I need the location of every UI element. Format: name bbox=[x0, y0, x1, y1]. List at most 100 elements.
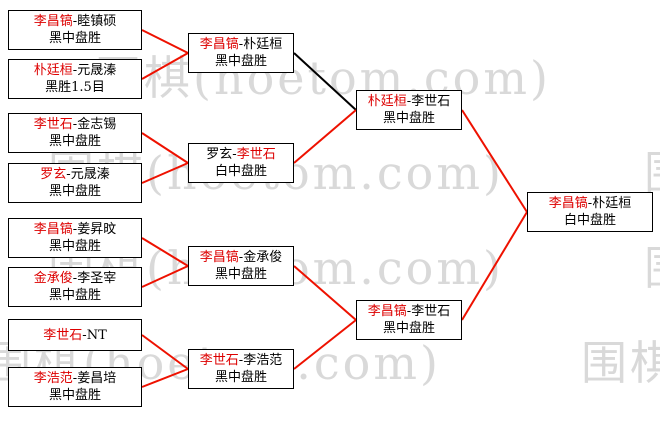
player-name: 李世石 bbox=[236, 147, 276, 162]
vs-dash: - bbox=[238, 353, 244, 368]
match-players: 李世石-金志锡 bbox=[34, 116, 116, 133]
vs-dash: - bbox=[232, 147, 237, 162]
vs-dash: - bbox=[72, 271, 78, 286]
match-box-qf-2: 罗玄-李世石 白中盘胜 bbox=[188, 143, 294, 183]
match-players: 李昌镐-姜昇旼 bbox=[34, 221, 116, 238]
match-box-r16-6: 金承俊-李圣宰 黑中盘胜 bbox=[8, 267, 142, 307]
bracket-connector-red bbox=[141, 334, 189, 370]
vs-dash: - bbox=[72, 371, 78, 386]
match-result: 黑中盘胜 bbox=[48, 288, 101, 303]
player-name: 朴廷桓 bbox=[592, 196, 632, 211]
match-result: 黑中盘胜 bbox=[382, 321, 435, 336]
match-box-qf-4: 李世石-李浩范 黑中盘胜 bbox=[188, 349, 294, 389]
bracket-connector-red bbox=[141, 52, 189, 80]
player-name: 李昌镐 bbox=[33, 222, 73, 237]
bracket-connector-red bbox=[141, 237, 189, 267]
match-players: 朴廷桓-元晟溱 bbox=[34, 62, 116, 79]
vs-dash: - bbox=[72, 14, 78, 29]
match-box-r16-5: 李昌镐-姜昇旼 黑中盘胜 bbox=[8, 218, 142, 258]
player-name: 李昌镐 bbox=[33, 14, 73, 29]
vs-dash: - bbox=[406, 304, 412, 319]
match-result: 白中盘胜 bbox=[214, 164, 267, 179]
vs-dash: - bbox=[587, 196, 593, 211]
watermark-text: 围棋(hoetom.com) bbox=[580, 336, 660, 390]
player-name: 朴廷桓 bbox=[243, 37, 283, 52]
match-players: 李世石-NT bbox=[43, 327, 106, 344]
match-box-qf-3: 李昌镐-金承俊 黑中盘胜 bbox=[188, 246, 294, 286]
player-name: 朴廷桓 bbox=[367, 94, 407, 109]
bracket-connector-red bbox=[293, 265, 357, 321]
match-box-r16-1: 李昌镐-睦镇硕 黑中盘胜 bbox=[8, 10, 142, 50]
bracket-connector-red bbox=[461, 109, 528, 213]
player-name: 李浩范 bbox=[33, 371, 73, 386]
player-name: 李昌镐 bbox=[199, 37, 239, 52]
match-players: 金承俊-李圣宰 bbox=[34, 270, 116, 287]
match-box-sf-2: 李昌镐-李世石 黑中盘胜 bbox=[356, 300, 462, 340]
vs-dash: - bbox=[238, 250, 244, 265]
match-box-r16-8: 李浩范-姜昌培 黑中盘胜 bbox=[8, 367, 142, 407]
match-box-final: 李昌镐-朴廷桓 白中盘胜 bbox=[527, 192, 653, 232]
bracket-connector-red bbox=[141, 29, 189, 54]
match-result: 黑中盘胜 bbox=[48, 388, 101, 403]
match-box-sf-1: 朴廷桓-李世石 黑中盘胜 bbox=[356, 90, 462, 130]
player-name: 李昌镐 bbox=[367, 304, 407, 319]
player-name: 李世石 bbox=[199, 353, 239, 368]
player-name: 李昌镐 bbox=[548, 196, 588, 211]
bracket-connector-red bbox=[293, 319, 357, 370]
player-name: 罗玄 bbox=[40, 167, 67, 182]
player-name: 元晟溱 bbox=[70, 167, 110, 182]
vs-dash: - bbox=[238, 37, 244, 52]
vs-dash: - bbox=[72, 222, 78, 237]
player-name: 金承俊 bbox=[33, 271, 73, 286]
player-name: 姜昇旼 bbox=[77, 222, 117, 237]
bracket-connector-red bbox=[141, 132, 189, 164]
player-name: 姜昌培 bbox=[77, 371, 117, 386]
player-name: 金志锡 bbox=[77, 117, 117, 132]
player-name: 金承俊 bbox=[243, 250, 283, 265]
match-box-qf-1: 李昌镐-朴廷桓 黑中盘胜 bbox=[188, 33, 294, 73]
bracket-connector-red bbox=[141, 162, 189, 184]
bracket-connector-red bbox=[461, 211, 528, 321]
bracket-connector-red bbox=[141, 368, 189, 388]
vs-dash: - bbox=[72, 117, 78, 132]
match-result: 黑中盘胜 bbox=[214, 54, 267, 69]
player-name: 李浩范 bbox=[243, 353, 283, 368]
match-players: 罗玄-元晟溱 bbox=[40, 166, 109, 183]
player-name: 李世石 bbox=[43, 327, 83, 343]
match-players: 李昌镐-金承俊 bbox=[200, 249, 282, 266]
match-result: 白中盘胜 bbox=[563, 213, 616, 228]
vs-dash: - bbox=[66, 167, 71, 182]
match-players: 李浩范-姜昌培 bbox=[34, 370, 116, 387]
watermark-text: 围棋(hoetom.com) bbox=[644, 241, 660, 295]
match-result: 黑中盘胜 bbox=[382, 111, 435, 126]
match-players: 李世石-李浩范 bbox=[200, 352, 282, 369]
match-box-r16-4: 罗玄-元晟溱 黑中盘胜 bbox=[8, 163, 142, 203]
player-name: 李世石 bbox=[411, 304, 451, 319]
player-name: 李世石 bbox=[33, 117, 73, 132]
match-players: 朴廷桓-李世石 bbox=[368, 93, 450, 110]
player-name: 罗玄 bbox=[206, 147, 233, 162]
match-players: 李昌镐-睦镇硕 bbox=[34, 13, 116, 30]
match-result: 黑胜1.5目 bbox=[45, 80, 105, 95]
bracket-connector-red bbox=[293, 109, 357, 164]
player-name: 李圣宰 bbox=[77, 271, 117, 286]
match-players: 李昌镐-李世石 bbox=[368, 303, 450, 320]
vs-dash: - bbox=[82, 327, 87, 343]
player-name: 李世石 bbox=[411, 94, 451, 109]
match-result: 黑中盘胜 bbox=[48, 184, 101, 199]
player-name: NT bbox=[86, 327, 107, 343]
watermark-text: 围棋(hoetom.com) bbox=[644, 146, 660, 200]
player-name: 朴廷桓 bbox=[33, 63, 73, 78]
vs-dash: - bbox=[72, 63, 78, 78]
bracket-connector-black bbox=[293, 52, 357, 111]
bracket-connector-red bbox=[141, 265, 189, 288]
player-name: 元晟溱 bbox=[77, 63, 117, 78]
match-players: 罗玄-李世石 bbox=[206, 146, 275, 163]
match-result: 黑中盘胜 bbox=[214, 267, 267, 282]
match-result: 黑中盘胜 bbox=[214, 370, 267, 385]
player-name: 李昌镐 bbox=[199, 250, 239, 265]
match-result: 黑中盘胜 bbox=[48, 134, 101, 149]
vs-dash: - bbox=[406, 94, 412, 109]
